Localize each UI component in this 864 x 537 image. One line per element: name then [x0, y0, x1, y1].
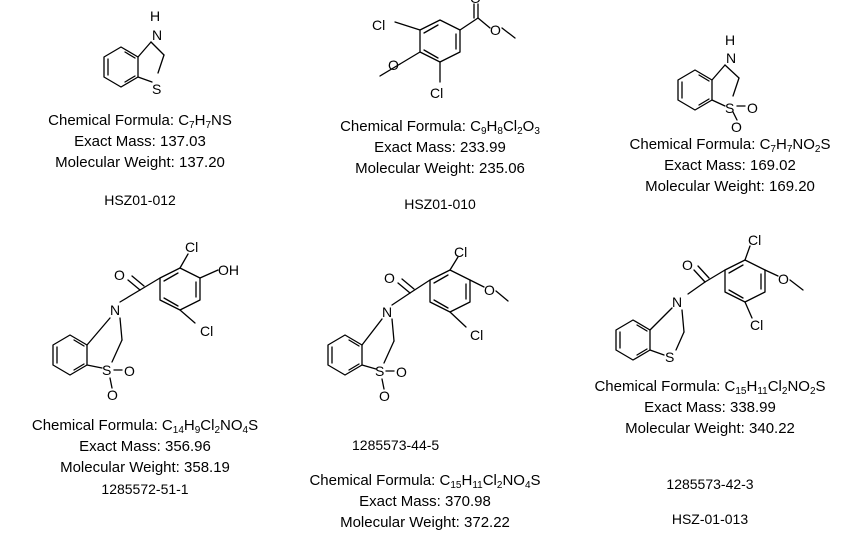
compound-code: HSZ01-010 [404, 196, 476, 212]
atom-O: O [114, 267, 125, 283]
formula: Chemical Formula: C7H7NS [48, 112, 232, 131]
formula: Chemical Formula: C7H7NO2S [629, 136, 831, 155]
molecular-weight: Molecular Weight: 358.19 [60, 459, 230, 476]
atom-O: O [107, 387, 118, 403]
atom-O: O [470, 0, 481, 6]
exact-mass: Exact Mass: 370.98 [359, 493, 491, 510]
atom-O: O [747, 100, 758, 116]
atom-N: N [726, 50, 736, 66]
exact-mass: Exact Mass: 356.96 [79, 438, 211, 455]
compound-code: HSZ01-012 [104, 192, 176, 208]
atom-O: O [379, 388, 390, 404]
exact-mass: Exact Mass: 233.99 [374, 139, 506, 156]
structure-c3: N H S O O [677, 32, 758, 135]
atom-S: S [152, 81, 161, 97]
atom-Cl: Cl [200, 323, 213, 339]
atom-O: O [388, 57, 399, 73]
molecular-weight: Molecular Weight: 340.22 [625, 420, 795, 437]
formula: Chemical Formula: C9H8Cl2O3 [340, 118, 540, 137]
atom-H: H [150, 8, 160, 24]
molecular-weight: Molecular Weight: 372.22 [340, 514, 510, 531]
atom-Cl: Cl [185, 239, 198, 255]
atom-S: S [375, 363, 384, 379]
molecular-weight: Molecular Weight: 235.06 [355, 160, 525, 177]
atom-S: S [725, 100, 734, 116]
compound-c2-info: Chemical Formula: C9H8Cl2O3 Exact Mass: … [310, 116, 570, 179]
atom-N: N [672, 294, 682, 310]
atom-O: O [778, 271, 789, 287]
atom-N: N [382, 304, 392, 320]
formula: Chemical Formula: C14H9Cl2NO4S [31, 417, 259, 436]
atom-Cl: Cl [372, 17, 385, 33]
compound-c4-info: Chemical Formula: C14H9Cl2NO4S Exact Mas… [5, 415, 285, 478]
atom-Cl: Cl [750, 317, 763, 333]
structure-c4: Cl OH Cl O N S O O [52, 239, 239, 403]
exact-mass: Exact Mass: 338.99 [644, 399, 776, 416]
formula: Chemical Formula: C15H11Cl2NO2S [594, 378, 826, 397]
structure-c5: Cl O Cl O N S O O [327, 244, 509, 404]
structure-c6: Cl O Cl O N S [615, 232, 804, 365]
atom-Cl: Cl [454, 244, 467, 260]
atom-H: H [725, 32, 735, 48]
atom-N: N [110, 302, 120, 318]
atom-O: O [396, 364, 407, 380]
compound-code: 1285573-44-5 [352, 437, 440, 453]
atom-O: O [682, 257, 693, 273]
atom-O: O [484, 282, 495, 298]
exact-mass: Exact Mass: 169.02 [664, 157, 796, 174]
atom-S: S [102, 362, 111, 378]
molecular-weight: Molecular Weight: 169.20 [645, 178, 815, 195]
exact-mass: Exact Mass: 137.03 [74, 133, 206, 150]
compound-c6-info: Chemical Formula: C15H11Cl2NO2S Exact Ma… [560, 376, 860, 439]
formula: Chemical Formula: C15H11Cl2NO4S [309, 472, 541, 491]
atom-Cl: Cl [748, 232, 761, 248]
atom-O: O [124, 363, 135, 379]
structure-c2: Cl O O O Cl [372, 0, 516, 101]
compound-c3-info: Chemical Formula: C7H7NO2S Exact Mass: 1… [600, 134, 860, 197]
atom-O: O [731, 119, 742, 135]
compound-c1-info: Chemical Formula: C7H7NS Exact Mass: 137… [20, 110, 260, 173]
atom-Cl: Cl [470, 327, 483, 343]
compound-c5-info: Chemical Formula: C15H11Cl2NO4S Exact Ma… [285, 470, 565, 533]
compound-code: 1285573-42-3 [666, 476, 754, 492]
atom-Cl: Cl [430, 85, 443, 101]
molecular-weight: Molecular Weight: 137.20 [55, 154, 225, 171]
atom-O: O [384, 270, 395, 286]
compound-code: 1285572-51-1 [101, 481, 189, 497]
atom-S: S [665, 349, 674, 365]
atom-N: N [152, 27, 162, 43]
atom-O: O [490, 22, 501, 38]
compound-code-secondary: HSZ-01-013 [671, 511, 749, 527]
structure-c1: N H S [103, 8, 165, 97]
atom-OH: OH [218, 262, 239, 278]
